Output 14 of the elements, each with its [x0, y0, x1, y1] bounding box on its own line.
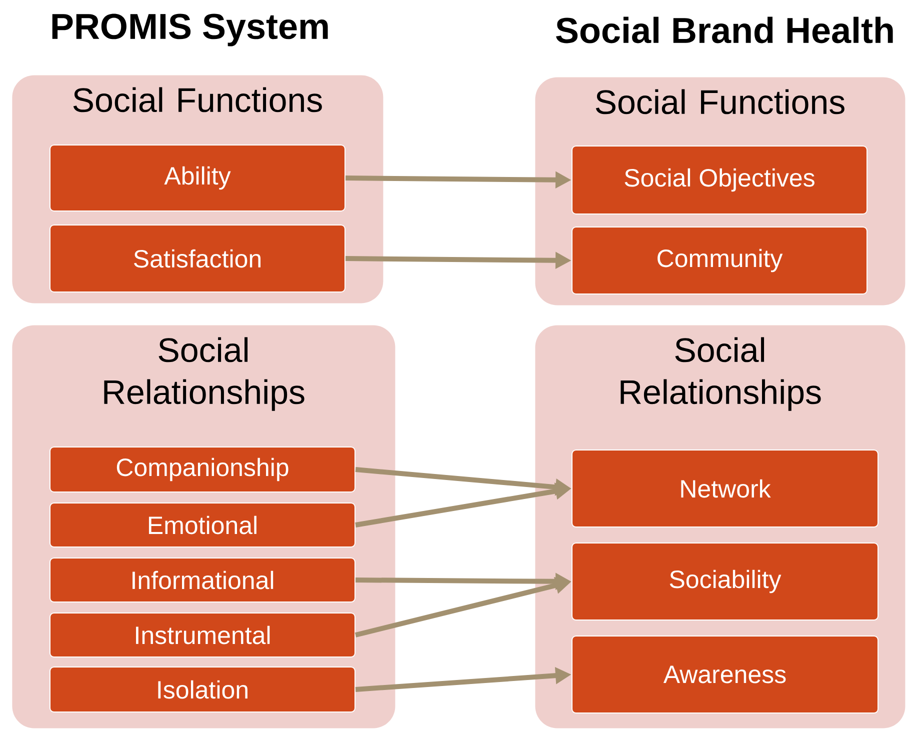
category-box: Instrumental [50, 612, 356, 658]
category-box: Sociability [572, 542, 879, 620]
category-box: Companionship [50, 446, 356, 492]
category-box: Ability [50, 144, 346, 212]
category-box: Network [572, 450, 879, 528]
category-box: Community [572, 226, 868, 294]
category-box: Awareness [572, 636, 879, 714]
category-box: Informational [50, 558, 356, 602]
category-box: Social Objectives [572, 146, 868, 214]
column-title: PROMIS System [52, 14, 328, 46]
category-box: Satisfaction [50, 224, 346, 292]
category-box: Isolation [50, 666, 356, 712]
column-title: Social Brand Health [556, 16, 893, 44]
category-box: Emotional [50, 502, 356, 548]
